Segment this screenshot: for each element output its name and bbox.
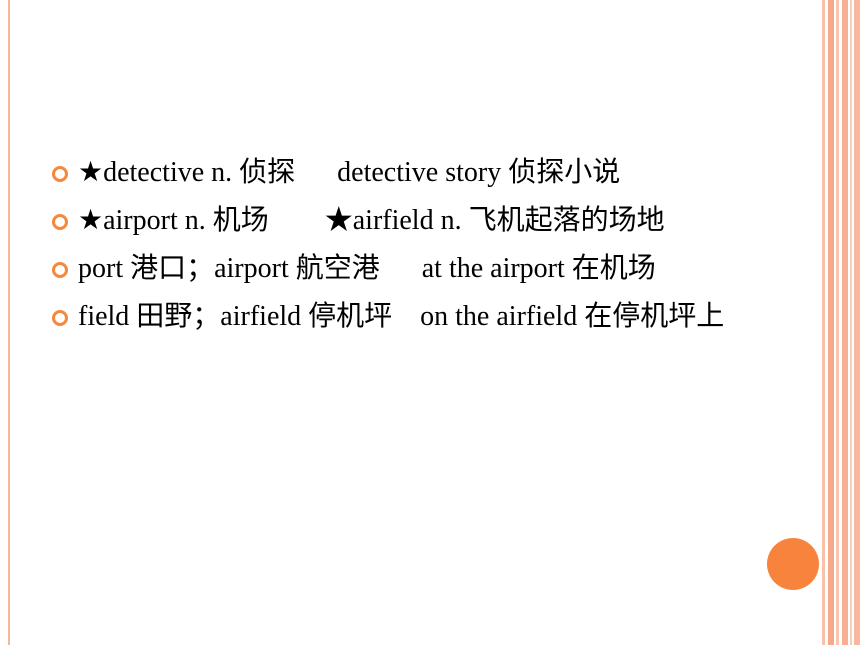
list-item: ★detective n. 侦探 detective story 侦探小说 [52, 154, 752, 192]
left-frame-line [8, 0, 10, 645]
stripe [822, 0, 825, 645]
bullet-text: ★detective n. 侦探 detective story 侦探小说 [78, 157, 621, 188]
stripe [842, 0, 848, 645]
list-item: ★airport n. 机场 ★airfield n. 飞机起落的场地 [52, 202, 752, 240]
list-item: field 田野；airfield 停机坪 on the airfield 在停… [52, 298, 752, 336]
bullet-icon [52, 310, 68, 326]
bullet-icon [52, 214, 68, 230]
bullet-text: port 港口；airport 航空港 at the airport 在机场 [78, 253, 656, 284]
stripe [854, 0, 860, 645]
decorative-circle [767, 538, 819, 590]
bullet-icon [52, 166, 68, 182]
bullet-text: field 田野；airfield 停机坪 on the airfield 在停… [78, 301, 725, 332]
stripe [828, 0, 834, 645]
list-item: port 港口；airport 航空港 at the airport 在机场 [52, 250, 752, 288]
stripe [836, 0, 839, 645]
bullet-text: ★airport n. 机场 ★airfield n. 飞机起落的场地 [78, 205, 665, 236]
stripe [850, 0, 852, 645]
vocabulary-list: ★detective n. 侦探 detective story 侦探小说 ★a… [52, 154, 752, 346]
bullet-icon [52, 262, 68, 278]
